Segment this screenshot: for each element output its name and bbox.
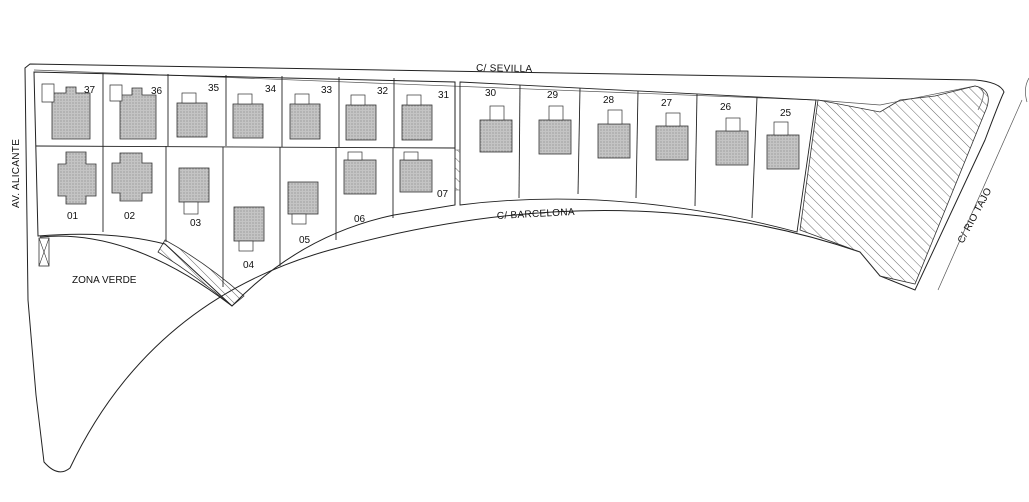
site-boundary — [24, 63, 1005, 473]
east-plot-dividers — [459, 81, 817, 233]
green-zone-inner-curve — [39, 235, 233, 307]
hatched-parcel — [799, 85, 989, 285]
green-zone-label: ZONA VERDE — [72, 275, 137, 286]
plot-label: 34 — [265, 84, 277, 95]
plot-label: 36 — [151, 86, 163, 97]
plot-label: 02 — [124, 211, 136, 222]
plot-label: 07 — [437, 189, 449, 200]
plot-label: 32 — [377, 86, 389, 97]
street-label-west: AV. ALICANTE — [11, 139, 22, 208]
plot-label: 25 — [780, 108, 792, 119]
east-street-edge — [937, 99, 1023, 291]
plot-label: 06 — [354, 214, 366, 225]
plot-label: 35 — [208, 83, 220, 94]
plot-label: 33 — [321, 85, 333, 96]
plot-label: 30 — [485, 88, 497, 99]
plot-label: 01 — [67, 211, 79, 222]
plot-label: 03 — [190, 218, 202, 229]
plot-label: 37 — [84, 85, 96, 96]
plot-label: 05 — [299, 235, 311, 246]
street-label-south: C/ BARCELONA — [497, 207, 576, 222]
plot-label: 04 — [243, 260, 255, 271]
west-marker — [38, 237, 50, 267]
boundary-marker — [454, 149, 461, 191]
plot-label: 31 — [438, 90, 450, 101]
plot-label: 28 — [603, 95, 615, 106]
plots-frame — [33, 71, 456, 307]
houses — [41, 83, 800, 252]
block-outline — [33, 69, 984, 111]
plot-label: 26 — [720, 102, 732, 113]
street-label-north: C/ SEVILLA — [476, 63, 533, 75]
plot-labels: 37 36 35 34 33 32 31 01 02 03 04 05 06 0… — [67, 83, 792, 271]
edge-fragment — [1025, 77, 1029, 103]
plot-label: 29 — [547, 90, 559, 101]
plot-label: 27 — [661, 98, 673, 109]
plot-dividers — [35, 73, 456, 287]
